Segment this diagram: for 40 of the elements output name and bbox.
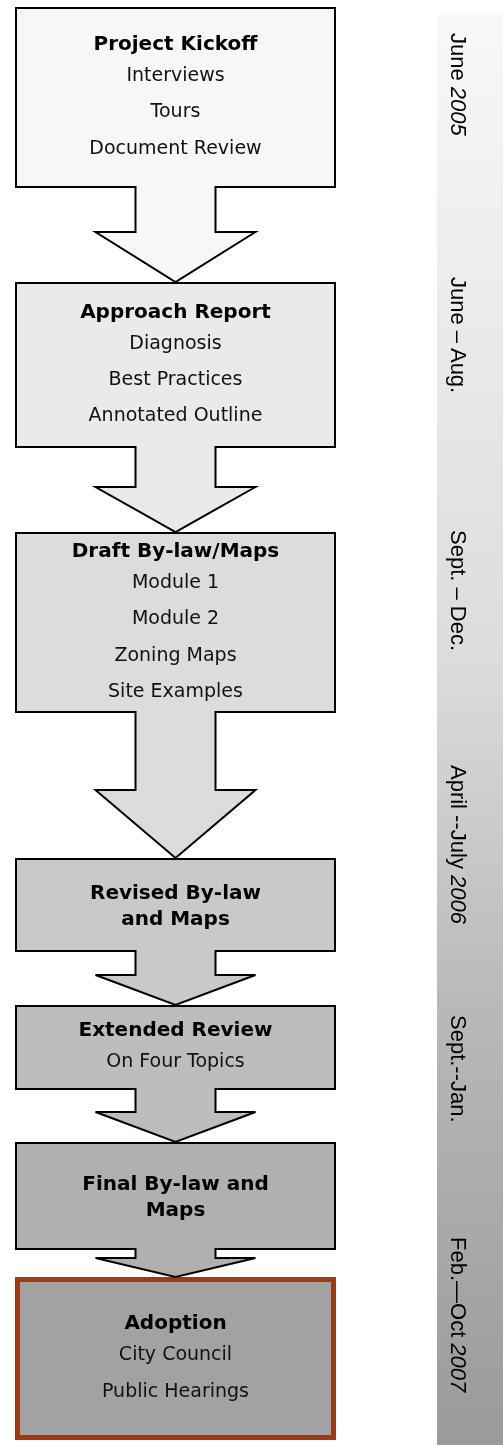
process-box — [15, 1142, 336, 1250]
process-box — [15, 1277, 336, 1440]
box-item: Diagnosis — [129, 329, 222, 355]
box-heading: Extended Review — [78, 1016, 273, 1043]
box-item: Module 2 — [131, 605, 220, 631]
block-arrow — [94, 1087, 257, 1144]
box-heading: Adoption — [124, 1309, 227, 1336]
box-item: Best Practices — [108, 365, 243, 391]
date-label: April --July 2006 — [445, 765, 471, 924]
process-box — [15, 282, 336, 448]
date-label: Feb.—Oct 2007 — [445, 1237, 471, 1393]
box-heading: Approach Report — [80, 297, 271, 324]
box-item: Module 1 — [131, 569, 220, 595]
date-label: Sept.--Jan. — [445, 1015, 471, 1123]
date-label: June – Aug. — [445, 277, 471, 394]
process-box — [15, 7, 336, 188]
box-item: Document Review — [89, 134, 262, 160]
process-box — [15, 532, 336, 713]
date-label: June 2005 — [445, 33, 471, 136]
block-arrow — [91, 445, 260, 534]
box-heading: Final By-law and Maps — [81, 1170, 270, 1222]
block-arrow — [94, 949, 257, 1007]
box-item: Zoning Maps — [114, 641, 237, 667]
process-box — [15, 1005, 336, 1090]
timeline-band — [437, 15, 503, 1445]
box-item: On Four Topics — [106, 1048, 245, 1074]
process-box — [15, 858, 336, 952]
box-item: Annotated Outline — [88, 402, 263, 428]
block-arrow — [94, 1247, 257, 1279]
date-label: Sept. – Dec. — [445, 530, 471, 652]
box-item: Interviews — [126, 62, 225, 88]
box-item: Tours — [150, 98, 201, 124]
box-heading: Revised By-law and Maps — [89, 879, 262, 931]
block-arrow — [92, 185, 259, 284]
box-heading: Project Kickoff — [93, 30, 258, 57]
box-item: City Council — [118, 1341, 233, 1367]
box-item: Public Hearings — [102, 1377, 249, 1403]
box-item: Site Examples — [108, 677, 243, 703]
box-heading: Draft By-law/Maps — [71, 537, 280, 564]
block-arrow — [92, 710, 259, 860]
